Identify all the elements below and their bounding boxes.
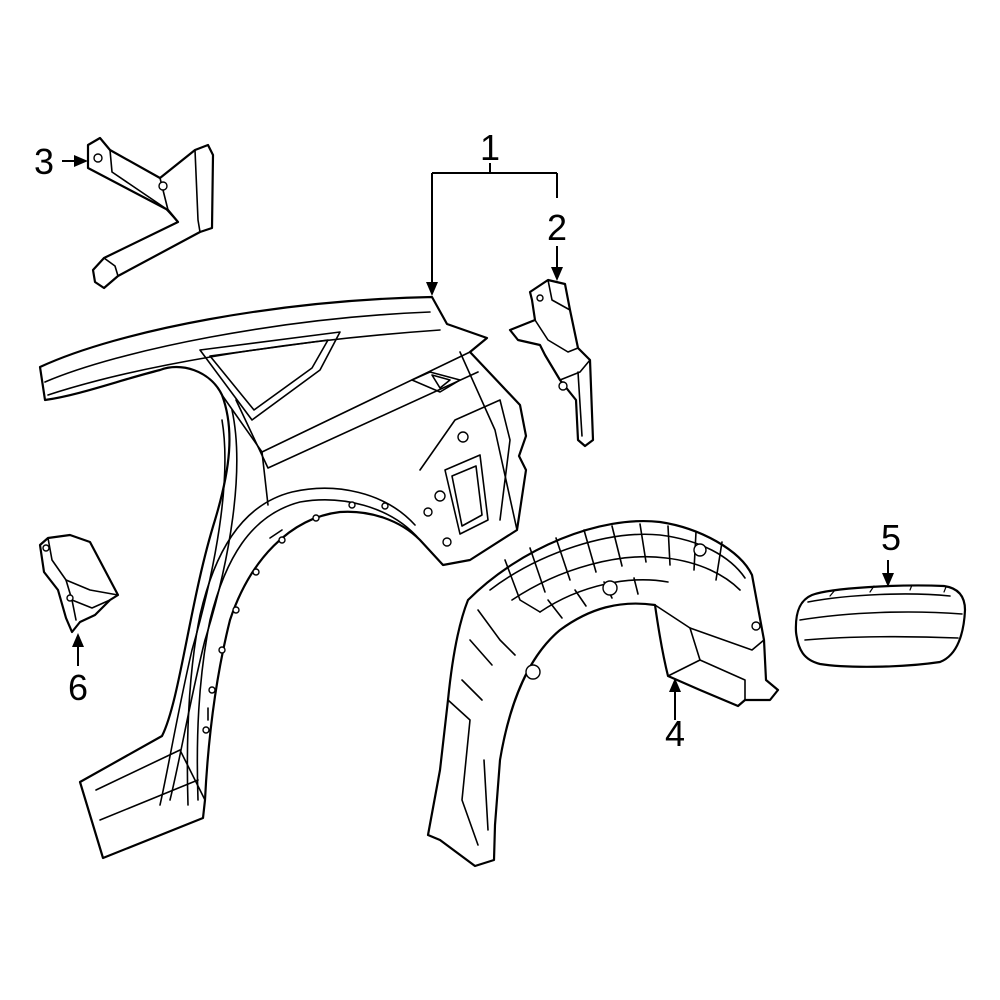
callout-6: 6 [68, 667, 88, 708]
callout-1: 1 [480, 127, 500, 168]
callout-2: 2 [547, 207, 567, 248]
callout-numbers: 1 2 3 4 5 6 [34, 127, 901, 754]
part-3-bracket[interactable] [86, 136, 215, 290]
callout-3: 3 [34, 141, 54, 182]
part-4-wheelhouse-liner[interactable] [426, 520, 780, 868]
part-2-inner-bracket[interactable] [508, 278, 595, 448]
part-1-quarter-panel[interactable] [38, 295, 528, 860]
leader-lines [62, 155, 894, 720]
callout-4: 4 [665, 713, 685, 754]
part-6-small-bracket[interactable] [38, 533, 120, 634]
callout-5: 5 [881, 517, 901, 558]
part-5-pad[interactable] [794, 584, 967, 668]
